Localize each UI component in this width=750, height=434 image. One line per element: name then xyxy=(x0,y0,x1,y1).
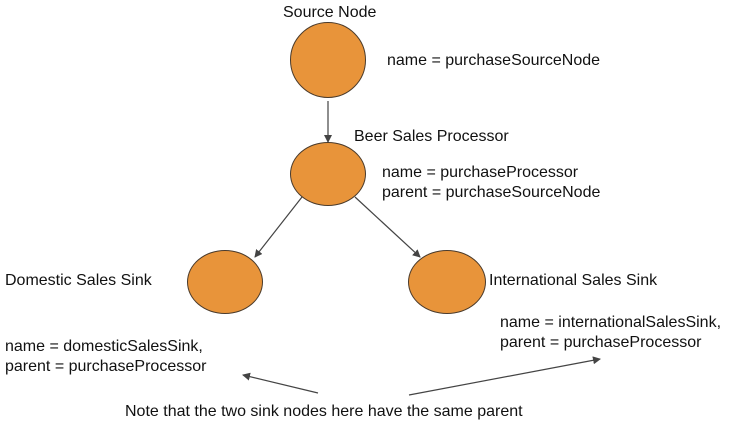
note-arrow-to-domestic-sink xyxy=(242,372,319,394)
international-sink-name: name = internationalSalesSink, xyxy=(500,314,722,331)
international-sink-title: International Sales Sink xyxy=(489,272,658,289)
processor-node-parent: parent = purchaseSourceNode xyxy=(382,184,601,201)
domestic-sink-name: name = domesticSalesSink, xyxy=(5,338,203,355)
international-sink-parent: parent = purchaseProcessor xyxy=(500,334,702,351)
processor-node-name: name = purchaseProcessor xyxy=(382,164,579,181)
note-text: Note that the two sink nodes here have t… xyxy=(125,403,523,420)
source-node-circle xyxy=(290,22,366,98)
domestic-sink-node-circle xyxy=(187,250,263,314)
domestic-sink-parent: parent = purchaseProcessor xyxy=(5,358,207,375)
domestic-sink-title: Domestic Sales Sink xyxy=(5,272,152,289)
processor-node-circle xyxy=(290,142,366,206)
edge-processor-to-domestic-sink xyxy=(254,196,303,258)
international-sink-node-circle xyxy=(408,250,486,314)
source-node-name: name = purchaseSourceNode xyxy=(387,52,601,69)
edge-processor-to-international-sink xyxy=(354,196,421,258)
note-arrow-to-international-sink xyxy=(408,356,601,396)
processor-node-title: Beer Sales Processor xyxy=(354,128,509,145)
source-node-title: Source Node xyxy=(283,4,377,21)
